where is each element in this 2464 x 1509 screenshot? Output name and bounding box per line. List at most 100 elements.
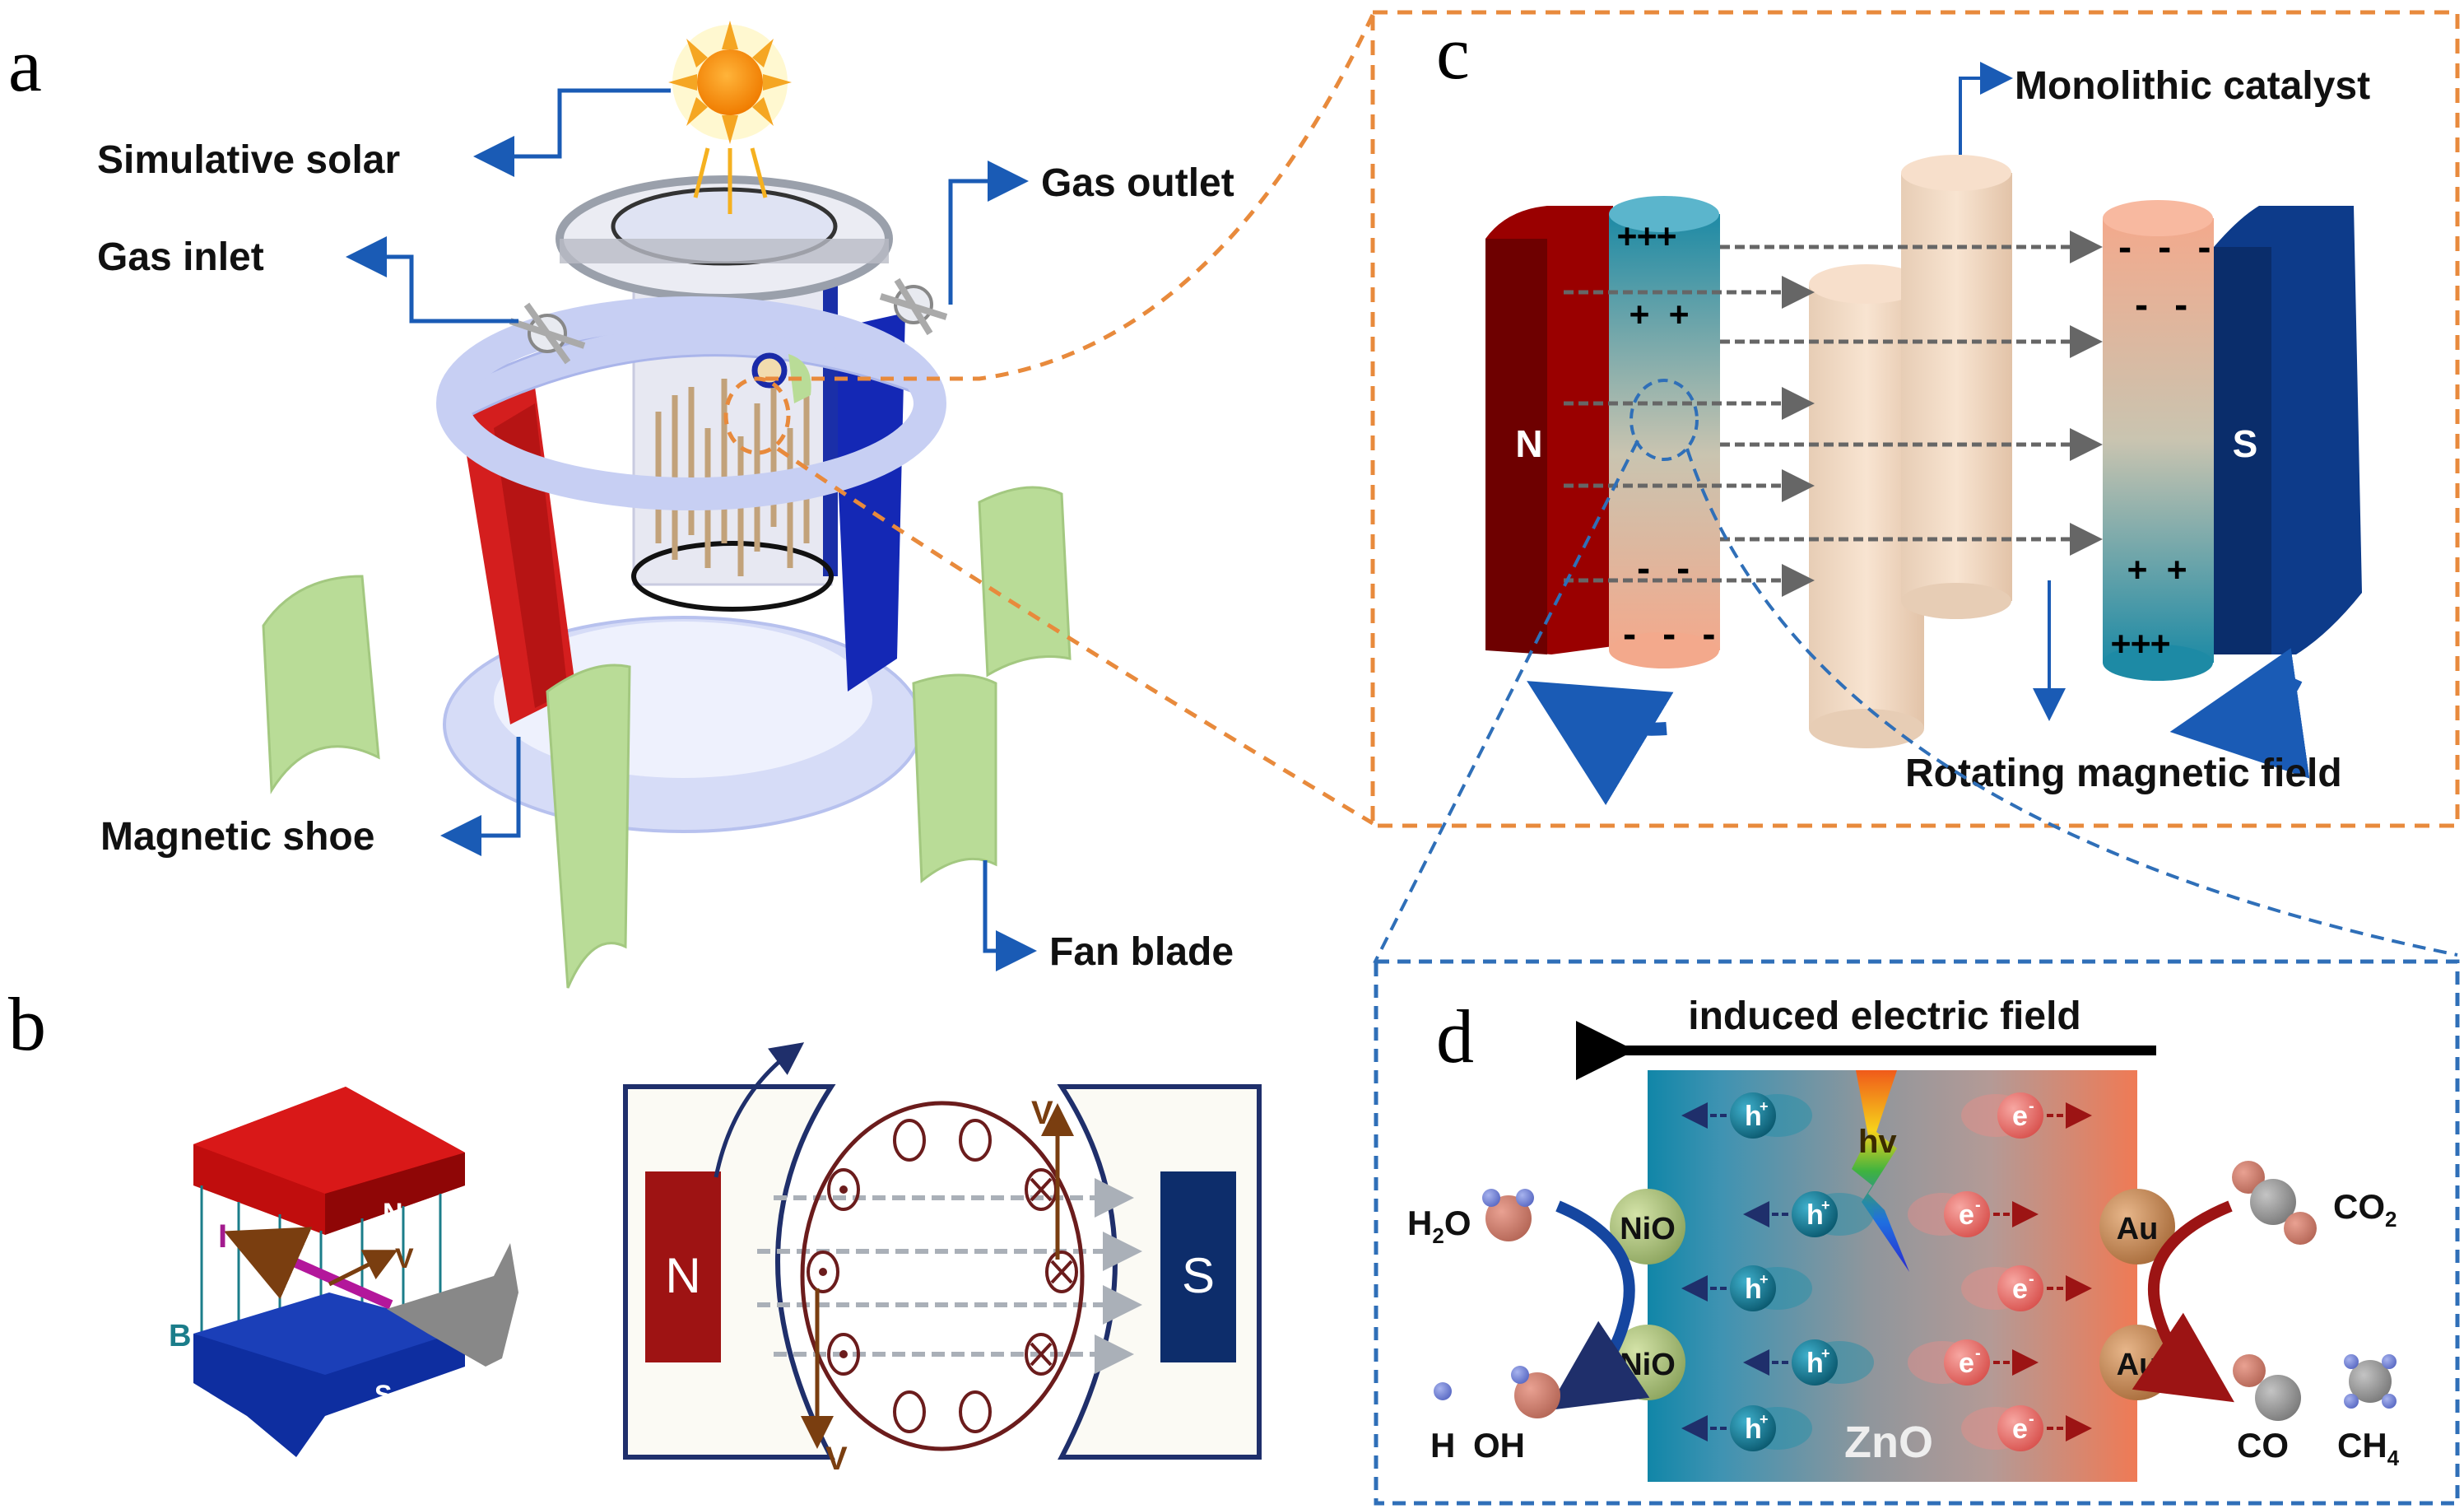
catalyst-column-mid-high [1901,155,2012,619]
svg-text:Au: Au [2117,1212,2159,1246]
rotation-arrow-left [1527,681,1674,805]
panel-a: a [8,13,1375,989]
panel-d: d induced electric field ZnO hv h + h + [1374,959,2460,1506]
rotation-arrow-b [714,1042,805,1178]
hole: h + [1743,1339,1874,1386]
svg-text:e: e [2012,1414,2028,1445]
panel-letter-a: a [8,23,42,107]
magnetic-shoe-blue [831,313,905,692]
fan-blade-right-front [912,673,997,884]
nio-catalyst-top: NiO [1610,1189,1685,1264]
fan-blade-left [262,575,380,794]
rotor-coil [800,1101,1085,1451]
label-rotating-field: Rotating magnetic field [1905,752,2342,795]
svg-text:h: h [1745,1101,1762,1132]
label-magnetic-shoe: Magnetic shoe [100,815,374,859]
svg-text:-: - [2029,1270,2034,1288]
label-simulative-solar: Simulative solar [97,138,400,182]
label-ch4: CH4 [2337,1426,2400,1470]
hand-icon [387,1243,518,1367]
rotation-arrow-right [2169,648,2310,779]
magnet-north-b [645,1171,721,1362]
svg-text:+: + [1760,1098,1769,1115]
electron: e - [1908,1339,2039,1386]
label-north-c: N [1515,422,1542,465]
molecule-co2 [2232,1161,2317,1245]
svg-text:+++: +++ [2111,625,2170,663]
leader-gas-inlet [346,236,518,324]
electron: e - [1961,1092,2092,1139]
zoom-circle-c [1629,379,1699,461]
svg-text:V: V [825,1441,848,1477]
label-oh: OH [1473,1426,1525,1465]
fan-blades [262,486,1072,794]
label-monolithic-catalyst: Monolithic catalyst [2015,64,2370,108]
electrons: e - e - e - e - [1908,1092,2092,1451]
leader-fan-blade [983,860,1037,971]
label-fan-blade: Fan blade [1049,930,1234,974]
svg-text:S: S [374,1380,392,1409]
molecule-h2o [1482,1189,1534,1241]
label-hv: hv [1858,1124,1897,1160]
photon-bolt-icon [1852,1070,1909,1272]
magnet-south: S [2214,206,2362,654]
label-velocity: V [395,1243,414,1274]
electron: e - [1961,1405,2092,1451]
svg-text:-: - [2029,1097,2034,1115]
hole: h + [1681,1265,1812,1311]
zoom-line-top [765,13,1375,381]
molecule-oh [1511,1366,1560,1418]
catalyst-column-right [2103,200,2214,681]
leader-monolithic-catalyst [1959,62,2013,155]
svg-text:Au: Au [2117,1348,2159,1382]
leader-gas-outlet [948,161,1029,305]
svg-text:h: h [1745,1414,1762,1445]
svg-text:h: h [1806,1199,1824,1231]
svg-text:+: + [1821,1345,1830,1362]
zoom-circle-a [723,376,791,455]
svg-text:- -: - - [2132,287,2191,325]
svg-text:S: S [1182,1248,1215,1303]
label-co: CO [2237,1426,2289,1465]
svg-text:e: e [2012,1274,2028,1305]
label-co2: CO2 [2333,1187,2397,1232]
svg-text:+ +: + + [1629,296,1689,333]
leader-lines-a [346,88,1037,971]
label-south-c: S [2233,422,2258,465]
fan-blade-front [546,664,631,989]
zoom-line-d-left [1373,440,1639,964]
svg-text:+: + [1760,1271,1769,1288]
molecule-co [2233,1354,2301,1421]
oxidation-arrow [1547,1200,1650,1411]
magnet-south-block [193,1325,465,1457]
svg-text:-: - [2029,1410,2034,1428]
probe-icon [751,352,788,389]
svg-text:e: e [1959,1348,1974,1379]
panel-b: b N S I V B [8,982,1262,1477]
hand-rule-diagram: N S I V B [169,1087,518,1457]
label-field-b: B [169,1319,191,1353]
svg-text:e: e [2012,1101,2028,1132]
conductor-symbols [807,1119,1078,1433]
panel-c: c N S [1370,10,2460,964]
magnet-north: N [1485,206,1613,654]
svg-text:- - -: - - - [1620,617,1718,654]
svg-text:N: N [665,1248,700,1303]
catalyst-column-left [1609,196,1720,668]
svg-text:+: + [1821,1197,1830,1213]
label-gas-inlet: Gas inlet [97,235,264,279]
field-lines-c [1564,231,2103,597]
electron: e - [1961,1265,2092,1311]
atom-h [1434,1382,1452,1400]
leader-simulative-solar [473,88,671,177]
svg-text:V: V [1031,1095,1053,1131]
charges-c: +++ + + - - - - - - - - - - + + +++ [1617,217,2214,663]
svg-text:h: h [1806,1348,1824,1379]
svg-text:- -: - - [1634,551,1693,589]
label-h2o: H2O [1407,1204,1471,1248]
current-arrow [224,1227,393,1310]
holes: h + h + h + h + [1681,1092,1874,1451]
hole: h + [1743,1191,1874,1237]
label-h: H [1430,1426,1455,1465]
